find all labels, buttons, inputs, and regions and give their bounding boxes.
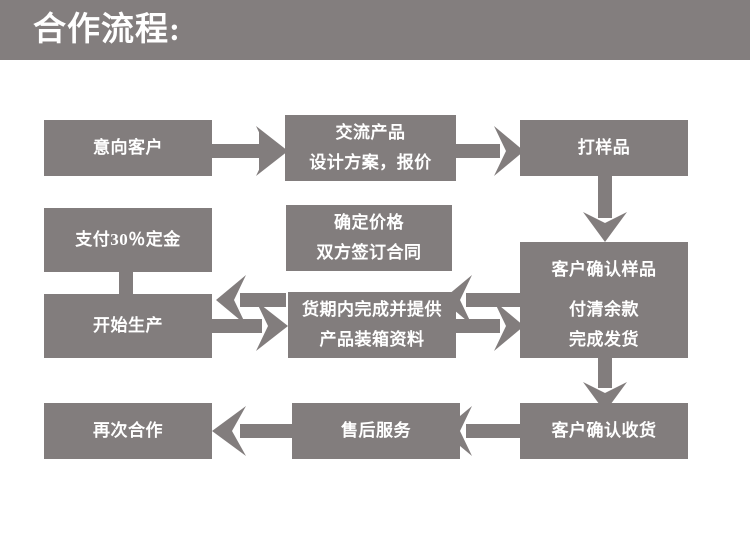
flow-node-line: 确定价格 <box>334 213 404 232</box>
arrow-right-n8-n9 <box>456 301 524 351</box>
page-title: 合作流程: <box>33 12 181 48</box>
flow-node-line: 再次合作 <box>93 421 163 440</box>
flow-node-line: 货期内完成并提供 <box>302 300 442 319</box>
flow-node-line: 设计方案，报价 <box>309 153 432 172</box>
flow-node-pay-balance-ship[interactable]: 付清余款 完成发货 <box>520 292 688 358</box>
flow-node-start-production[interactable]: 开始生产 <box>44 294 212 358</box>
flow-node-customer-confirm-receipt[interactable]: 客户确认收货 <box>520 403 688 459</box>
header-band: 合作流程: <box>0 0 750 60</box>
flow-node-cooperate-again[interactable]: 再次合作 <box>44 403 212 459</box>
flow-node-complete-and-provide-docs[interactable]: 货期内完成并提供 产品装箱资料 <box>288 292 456 358</box>
flow-node-line: 完成发货 <box>569 330 639 349</box>
arrow-right-n1-n2 <box>212 126 288 176</box>
flow-node-intent-customer[interactable]: 意向客户 <box>44 120 212 176</box>
flow-node-customer-confirm-sample[interactable]: 客户确认样品 <box>520 242 688 298</box>
arrow-left-n11-n12 <box>212 406 292 456</box>
arrow-down-n3-n4 <box>583 176 627 242</box>
arrow-right-n7-n8 <box>212 301 288 351</box>
flow-node-make-sample[interactable]: 打样品 <box>520 120 688 176</box>
flow-node-line: 产品装箱资料 <box>319 330 425 349</box>
flow-node-discuss-product[interactable]: 交流产品 设计方案，报价 <box>285 115 456 181</box>
flowchart-canvas: 意向客户 交流产品 设计方案，报价 打样品 客户确认样品 确定价格 双方签订合同… <box>0 60 750 545</box>
flow-node-line: 开始生产 <box>93 316 163 335</box>
flow-node-line: 客户确认样品 <box>551 260 657 279</box>
flow-node-line: 交流产品 <box>335 123 406 142</box>
flow-node-pay-deposit[interactable]: 支付30％定金 <box>44 208 212 272</box>
flow-node-line: 客户确认收货 <box>551 421 657 440</box>
flow-node-line: 支付30％定金 <box>75 230 181 249</box>
flow-node-line: 售后服务 <box>341 421 411 440</box>
flow-node-after-sales-service[interactable]: 售后服务 <box>292 403 460 459</box>
flow-node-line: 双方签订合同 <box>316 243 422 262</box>
flow-node-confirm-price-sign-contract[interactable]: 确定价格 双方签订合同 <box>286 205 452 271</box>
flow-node-line: 付清余款 <box>569 300 639 319</box>
arrow-left-n5-n6 <box>216 275 286 325</box>
flow-node-line: 意向客户 <box>93 138 163 157</box>
arrow-right-n2-n3 <box>456 126 524 176</box>
flow-node-line: 打样品 <box>577 138 631 157</box>
